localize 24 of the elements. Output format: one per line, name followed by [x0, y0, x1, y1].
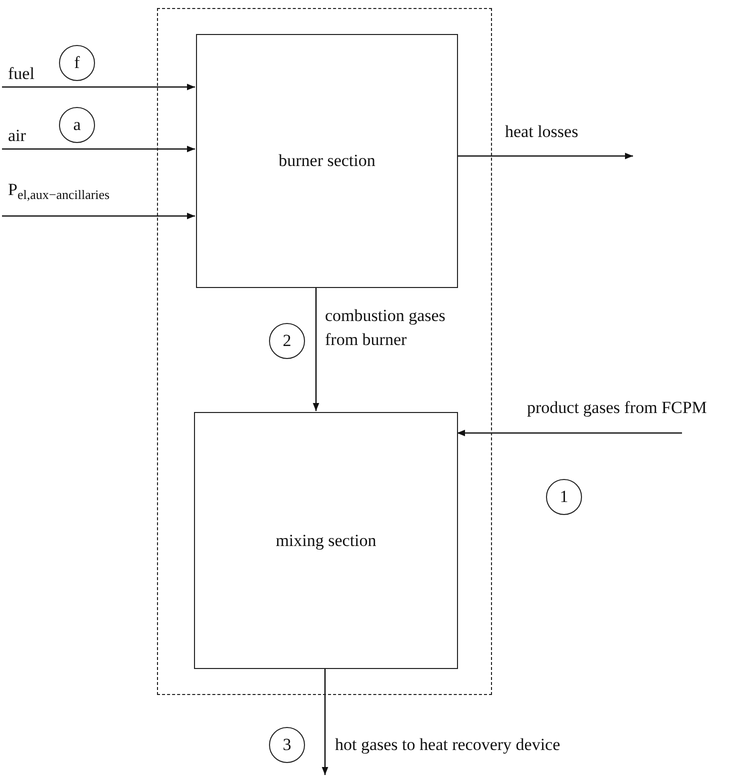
- box-label: mixing section: [276, 530, 376, 550]
- edge-label: combustion gases from burner: [325, 305, 446, 351]
- callout-number: a: [59, 107, 95, 143]
- arrow: [2, 146, 195, 152]
- box-label: burner section: [278, 151, 376, 171]
- edge-label: fuel: [8, 63, 34, 85]
- arrow: [457, 430, 682, 436]
- callout-number: f: [59, 45, 95, 81]
- edge-label: heat losses: [505, 121, 578, 143]
- arrow: [2, 212, 195, 220]
- edge-label: air: [8, 125, 26, 147]
- callout-number: 3: [269, 727, 305, 763]
- edge-label: hot gases to heat recovery device: [335, 734, 560, 756]
- callout-number: 1: [546, 479, 582, 515]
- system-boundary: [157, 8, 492, 695]
- process-box: [196, 34, 458, 288]
- arrow: [312, 287, 320, 411]
- process-box: [194, 412, 458, 669]
- callout-number: 2: [269, 323, 305, 359]
- arrow: [2, 84, 195, 90]
- edge-label: P$_{el,aux−ancillaries}$: [8, 179, 110, 204]
- arrow: [322, 668, 328, 775]
- arrow: [457, 152, 633, 160]
- edge-label: product gases from FCPM: [527, 397, 707, 419]
